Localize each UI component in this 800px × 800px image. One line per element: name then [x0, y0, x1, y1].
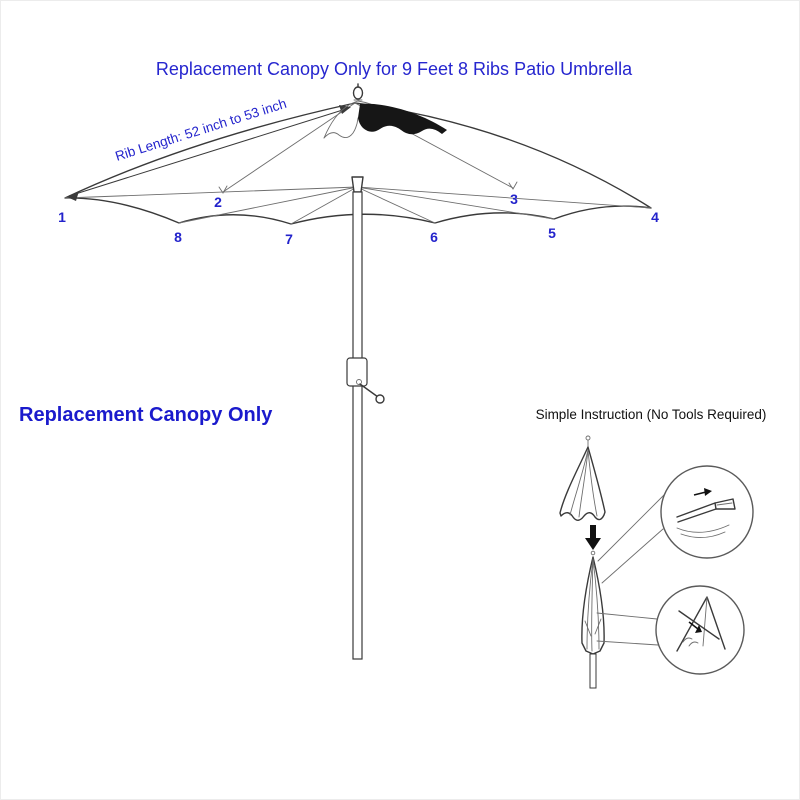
- tip-2-point: [218, 185, 228, 194]
- rib-line-6: [356, 186, 436, 224]
- zoom-arrow-shaft-2: [688, 621, 699, 630]
- rib-number-8: 8: [174, 229, 182, 245]
- rib-number-5: 5: [548, 225, 556, 241]
- zoom-hand-hint: [682, 637, 699, 647]
- closed-rib-1: [586, 558, 594, 650]
- closed-rib-3: [591, 558, 594, 652]
- rib-number-2: 2: [214, 194, 222, 210]
- zoom-pocket-seam: [716, 502, 733, 506]
- zoom-rib-lines: [676, 502, 717, 523]
- finial: [352, 83, 364, 101]
- seam-to-tip-2: [222, 102, 356, 193]
- zoom-fabric-curves: [676, 524, 730, 538]
- rib-line-5: [356, 186, 555, 220]
- vent-shadow-band: [358, 103, 447, 135]
- arrowhead-left: [67, 191, 79, 201]
- pole: [352, 191, 363, 660]
- arrowhead-right: [339, 105, 351, 114]
- closed-umbrella-figure: [581, 550, 605, 689]
- zoom-arrow-shaft-1: [693, 491, 707, 496]
- zoom-arrow-head-2: [695, 625, 702, 633]
- rib-line-4: [356, 186, 652, 209]
- measure-line: [68, 107, 350, 197]
- connector-2b: [596, 640, 659, 646]
- closed-struts: [584, 618, 602, 637]
- umbrella-open-diagram: Rib Length: 52 inch to 53 inch: [58, 83, 659, 660]
- fold-line-1: [569, 449, 589, 516]
- crank-assembly: [346, 357, 385, 404]
- tip-3-point: [508, 181, 518, 190]
- zoom-arrow-head-1: [704, 488, 712, 496]
- crank-axle: [356, 379, 362, 385]
- hub: [351, 176, 364, 193]
- fold-line-3: [587, 449, 598, 517]
- closed-umbrella-pole: [589, 653, 597, 689]
- callout-connectors: [596, 494, 665, 646]
- rib-number-6: 6: [430, 229, 438, 245]
- rib-numbers: 1 2 3 4 5 6 7 8: [58, 191, 659, 247]
- connector-1a: [597, 494, 665, 562]
- rib-number-7: 7: [285, 231, 293, 247]
- fold-line-2: [578, 449, 589, 518]
- closed-umbrella-finial: [590, 550, 596, 556]
- crank-housing: [346, 357, 368, 387]
- finial-knob: [352, 86, 364, 100]
- down-arrow-icon: [585, 525, 601, 550]
- folded-canopy-figure: [559, 435, 606, 521]
- replacement-canopy-heading: Replacement Canopy Only: [19, 404, 273, 426]
- instruction-figures: [559, 435, 754, 689]
- rib-number-1: 1: [58, 209, 66, 225]
- page-title: Replacement Canopy Only for 9 Feet 8 Rib…: [156, 59, 633, 79]
- vent-cap: [323, 100, 447, 139]
- folded-canopy-body: [559, 446, 606, 521]
- vent-cap-scallops: [323, 117, 359, 139]
- folded-canopy-finial: [585, 435, 591, 441]
- rib-number-4: 4: [651, 209, 659, 225]
- connector-1b: [601, 528, 664, 584]
- zoom-corner-seam: [702, 596, 708, 647]
- callout-detail-2: [655, 585, 745, 675]
- rib-length-arrow: [67, 105, 351, 201]
- closed-rib-2: [592, 558, 600, 650]
- crank-arm: [359, 383, 379, 398]
- crank-knob: [375, 394, 385, 404]
- rib-number-3: 3: [510, 191, 518, 207]
- canopy-ribs: [64, 186, 652, 225]
- rib-line-1: [64, 186, 358, 199]
- callout-detail-1: [660, 465, 754, 559]
- instruction-heading: Simple Instruction (No Tools Required): [536, 407, 767, 422]
- rib-line-8: [178, 186, 358, 224]
- connector-2a: [596, 612, 658, 620]
- rib-line-7: [290, 186, 358, 225]
